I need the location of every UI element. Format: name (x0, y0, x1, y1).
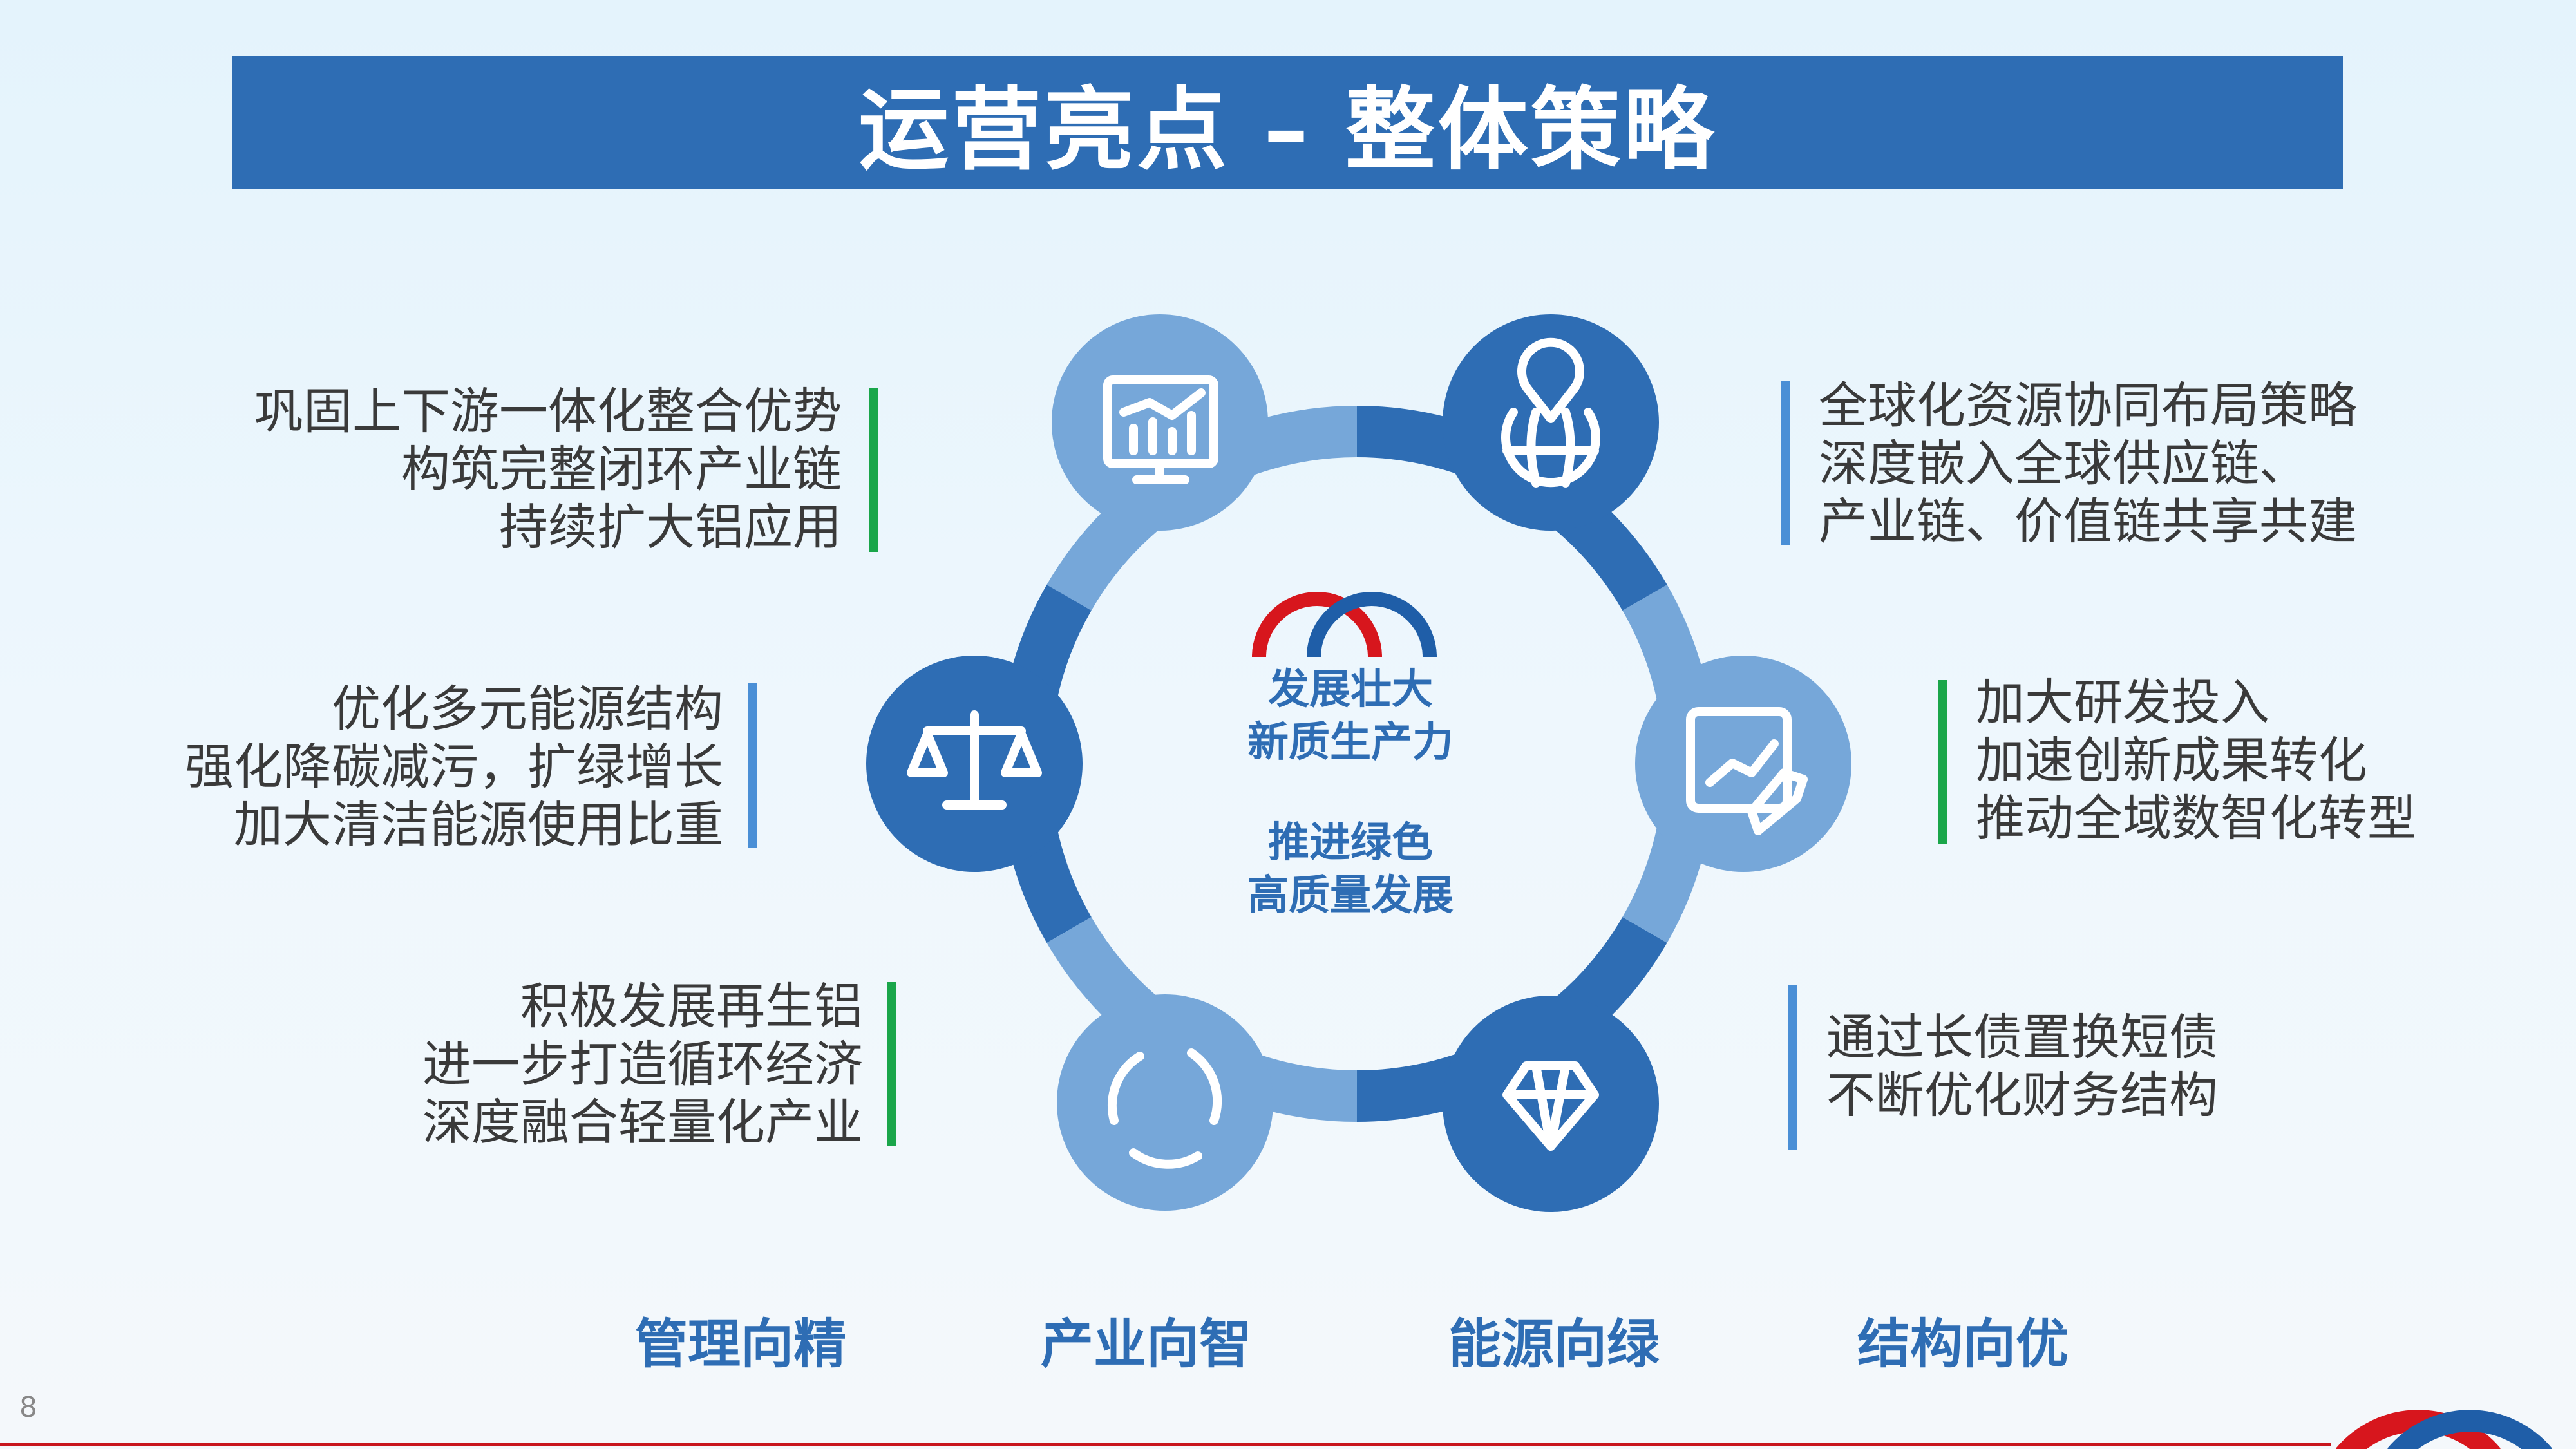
text-line: 不断优化财务结构 (1826, 1066, 2218, 1124)
text-block-mid-left: 优化多元能源结构强化降碳减污，扩绿增长加大清洁能源使用比重 (185, 680, 723, 854)
text-line: 巩固上下游一体化整合优势 (254, 383, 842, 440)
center-slogan-1: 发展壮大新质生产力 (1164, 663, 1537, 769)
text-line: 深度嵌入全球供应链、 (1819, 435, 2308, 492)
page-number: 8 (19, 1391, 37, 1424)
accent-bar (1788, 985, 1797, 1150)
accent-bar (1938, 680, 1947, 844)
center-slogan-2: 推进绿色高质量发展 (1164, 817, 1537, 922)
text-block-bottom-left: 积极发展再生铝进一步打造循环经济深度融合轻量化产业 (422, 978, 863, 1151)
diamond-icon (1443, 996, 1659, 1212)
text-line: 加大研发投入 (1976, 674, 2269, 731)
label-management: 管理向精 (634, 1314, 846, 1375)
center-line: 新质生产力 (1247, 719, 1454, 766)
accent-bar (869, 388, 878, 552)
text-line: 构筑完整闭环产业链 (401, 440, 842, 498)
page-title: 运营亮点 – 整体策略 (858, 78, 1716, 183)
label-industry: 产业向智 (1040, 1314, 1252, 1375)
text-line: 产业链、价值链共享共建 (1819, 493, 2357, 550)
text-line: 全球化资源协同布局策略 (1819, 377, 2357, 434)
bottom-divider (0, 1443, 2331, 1446)
text-line: 加速创新成果转化 (1976, 732, 2367, 789)
corner-logo (2335, 1410, 2553, 1449)
scale-icon (866, 656, 1083, 872)
text-line: 推动全域数智化转型 (1976, 790, 2416, 847)
label-energy: 能源向绿 (1448, 1314, 1660, 1375)
text-line: 进一步打造循环经济 (422, 1036, 863, 1093)
text-line: 持续扩大铝应用 (499, 498, 842, 556)
text-line: 通过长债置换短债 (1826, 1009, 2218, 1066)
accent-bar (1781, 381, 1790, 545)
center-line: 高质量发展 (1247, 872, 1454, 920)
center-line: 发展壮大 (1268, 666, 1433, 714)
text-line: 深度融合轻量化产业 (422, 1094, 863, 1151)
center-line: 推进绿色 (1268, 819, 1433, 867)
text-line: 加大清洁能源使用比重 (234, 796, 723, 853)
title-bar: 运营亮点 – 整体策略 (232, 56, 2343, 189)
label-structure: 结构向优 (1857, 1314, 2069, 1375)
text-block-bottom-right: 通过长债置换短债不断优化财务结构 (1826, 1009, 2218, 1124)
center-logo (1252, 592, 1437, 658)
accent-bar (887, 982, 896, 1146)
text-line: 强化降碳减污，扩绿增长 (185, 738, 723, 795)
text-line: 优化多元能源结构 (332, 680, 723, 737)
text-line: 积极发展再生铝 (520, 978, 863, 1035)
text-block-top-right: 全球化资源协同布局策略深度嵌入全球供应链、产业链、价值链共享共建 (1819, 377, 2357, 551)
globe-pin-icon (1443, 314, 1659, 531)
recycle-icon (1057, 994, 1273, 1211)
rocket-chart-icon (1635, 656, 1852, 872)
text-block-top-left: 巩固上下游一体化整合优势构筑完整闭环产业链持续扩大铝应用 (254, 383, 842, 556)
text-block-mid-right: 加大研发投入加速创新成果转化推动全域数智化转型 (1976, 674, 2416, 848)
chart-monitor-icon (1052, 314, 1268, 531)
accent-bar (748, 683, 757, 848)
